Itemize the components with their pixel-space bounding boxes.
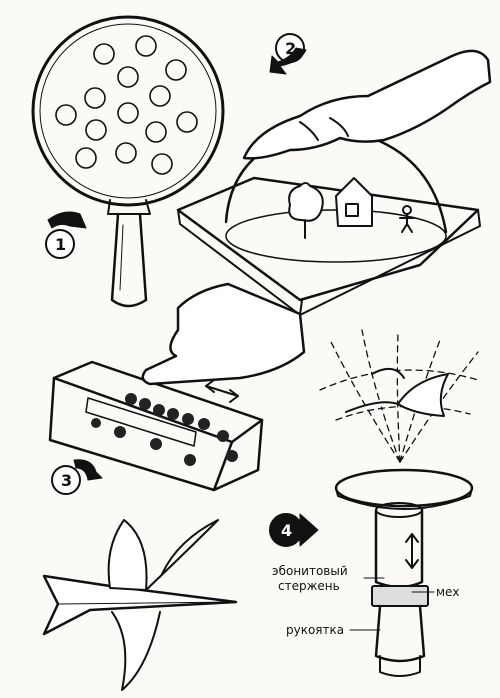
figure-1-number: 1	[55, 235, 66, 254]
badge-4-arrow-icon	[269, 513, 319, 547]
electrophorus-figure	[319, 329, 479, 677]
badge-1-arrow-icon	[45, 211, 87, 259]
rod-label-line1: эбонитовый	[272, 564, 348, 578]
figure-4-number: 4	[281, 521, 292, 540]
paper-glider-figure	[42, 519, 238, 691]
figure-2-number: 2	[285, 39, 296, 58]
badge-2-arrow-icon	[269, 33, 307, 75]
handle-label: рукоятка	[286, 623, 344, 637]
badge-3-arrow-icon	[51, 459, 103, 495]
paddle-with-balls-figure	[31, 15, 225, 308]
glass-dome-figure	[176, 49, 492, 316]
fur-label: мех	[436, 585, 460, 599]
box-with-balls-figure	[48, 282, 306, 492]
figure-3-number: 3	[61, 471, 72, 490]
rod-label-line2: стержень	[278, 579, 340, 593]
